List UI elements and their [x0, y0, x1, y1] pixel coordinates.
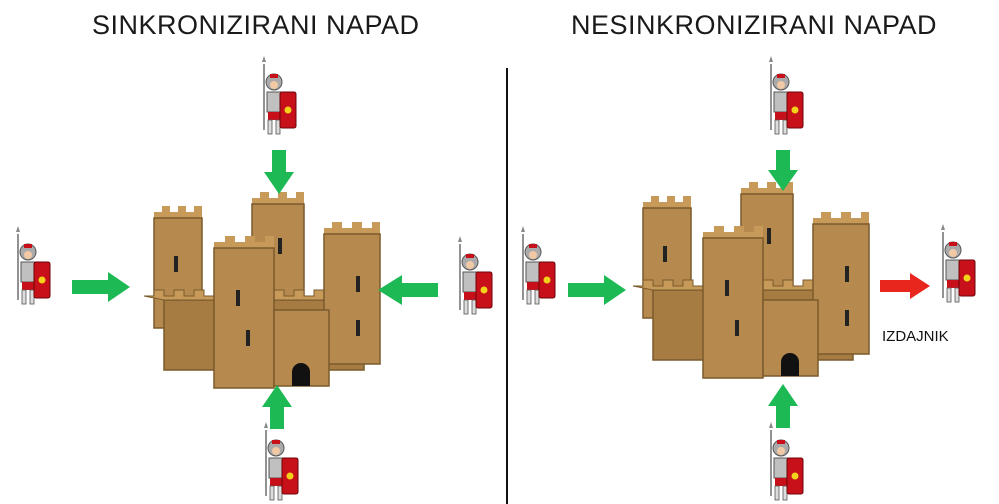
arrow-left-top [264, 150, 294, 194]
soldier-left-top [261, 55, 297, 135]
soldier-left-left [15, 225, 51, 305]
soldier-right-left [520, 225, 556, 305]
soldier-left-right [457, 235, 493, 315]
arrow-left-right [378, 275, 438, 305]
arrow-right-top [768, 150, 798, 191]
soldier-traitor [940, 223, 976, 303]
arrow-right-left [568, 275, 626, 305]
arrow-traitor [880, 273, 930, 299]
title-unsynchronized: NESINKRONIZIRANI NAPAD [571, 10, 938, 40]
castle-right [632, 181, 870, 379]
traitor-label: IZDAJNIK [882, 328, 949, 345]
soldier-left-bottom [263, 421, 299, 501]
soldier-right-bottom [768, 421, 804, 501]
soldier-right-top [768, 55, 804, 135]
arrow-left-bottom [262, 385, 292, 429]
arrow-right-bottom [768, 384, 798, 428]
divider [506, 68, 508, 504]
castle-left [143, 191, 381, 389]
arrow-left-left [72, 272, 130, 302]
title-synchronized: SINKRONIZIRANI NAPAD [92, 10, 420, 40]
